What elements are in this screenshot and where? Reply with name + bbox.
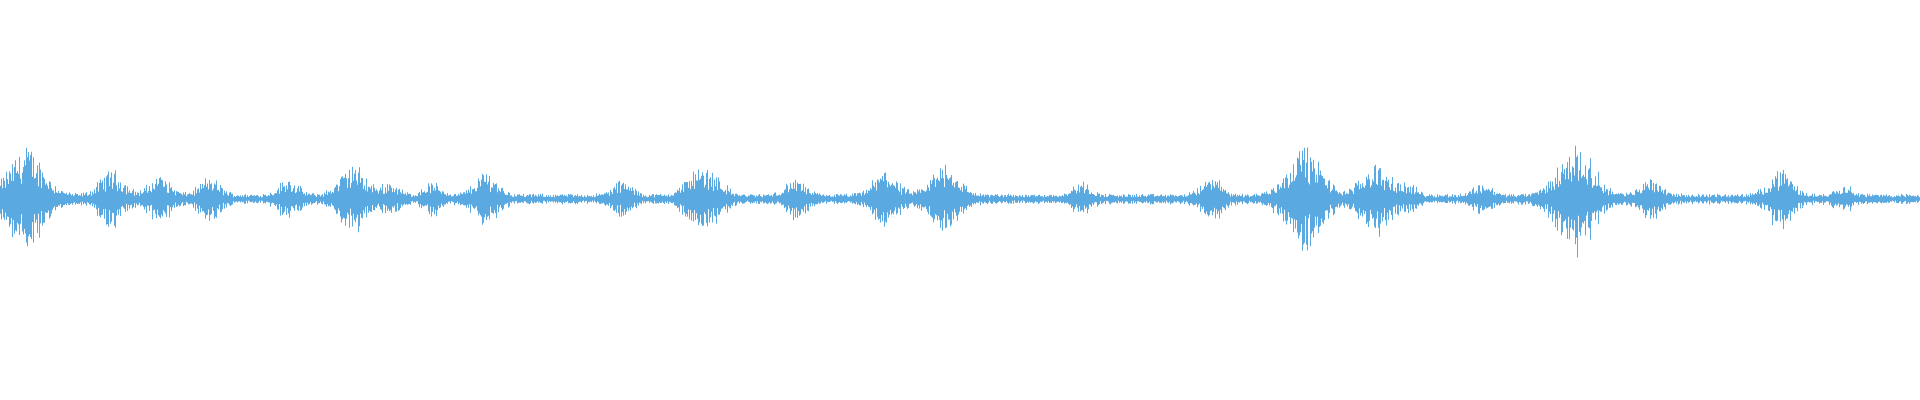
audio-waveform-view[interactable] (0, 0, 1920, 400)
audio-waveform[interactable] (0, 0, 1920, 400)
